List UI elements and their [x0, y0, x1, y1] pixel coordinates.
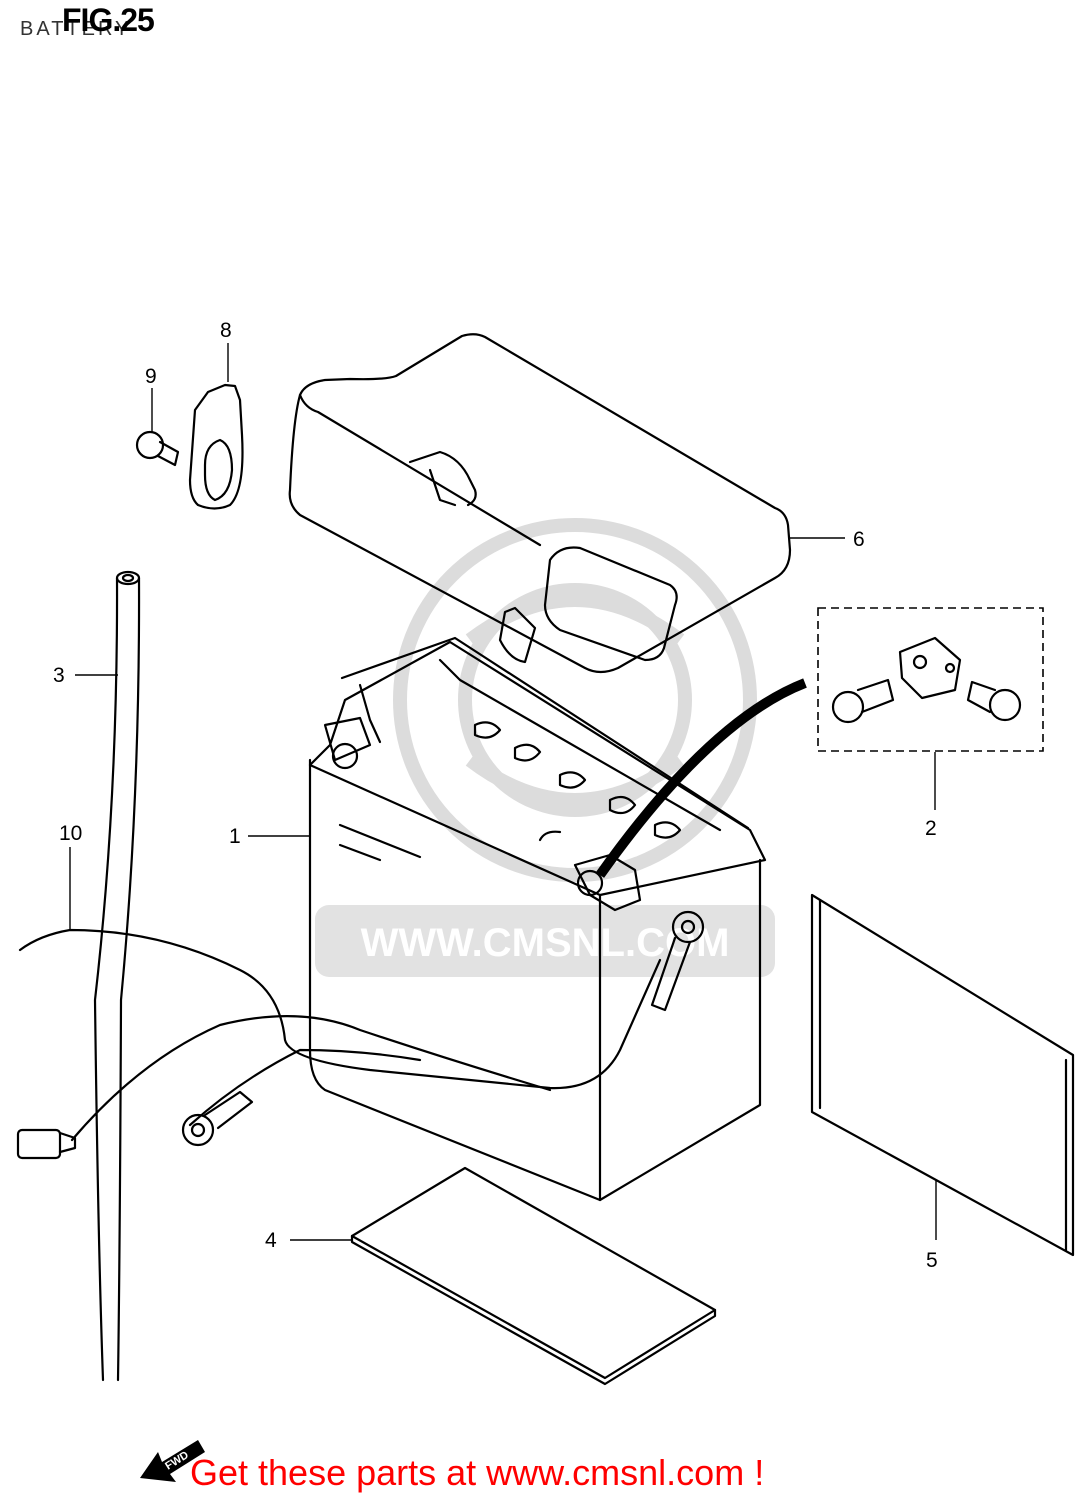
callout-4: 4 — [265, 1229, 277, 1252]
get-parts-link[interactable]: Get these parts at www.cmsnl.com ! — [190, 1452, 765, 1493]
callout-6: 6 — [853, 528, 865, 551]
leader-lines — [69, 343, 937, 1241]
battery-pad — [350, 1166, 717, 1386]
terminal-bolt-set — [817, 607, 1044, 752]
callout-5: 5 — [926, 1249, 938, 1272]
callout-3: 3 — [53, 664, 65, 687]
figure-subtitle: BATTERY — [20, 18, 132, 40]
screw — [135, 430, 180, 467]
battery — [308, 636, 767, 1202]
callout-1: 1 — [229, 825, 241, 848]
callout-8: 8 — [220, 319, 232, 342]
thick-leader-line — [595, 678, 807, 878]
battery-plate — [810, 893, 1075, 1257]
figure-title: FIG.25 — [62, 2, 155, 38]
battery-cover — [288, 333, 792, 674]
bracket — [188, 383, 244, 510]
breather-hose — [93, 570, 141, 1382]
callout-9: 9 — [145, 365, 157, 388]
callout-2: 2 — [925, 817, 937, 840]
callout-10: 10 — [59, 822, 82, 845]
